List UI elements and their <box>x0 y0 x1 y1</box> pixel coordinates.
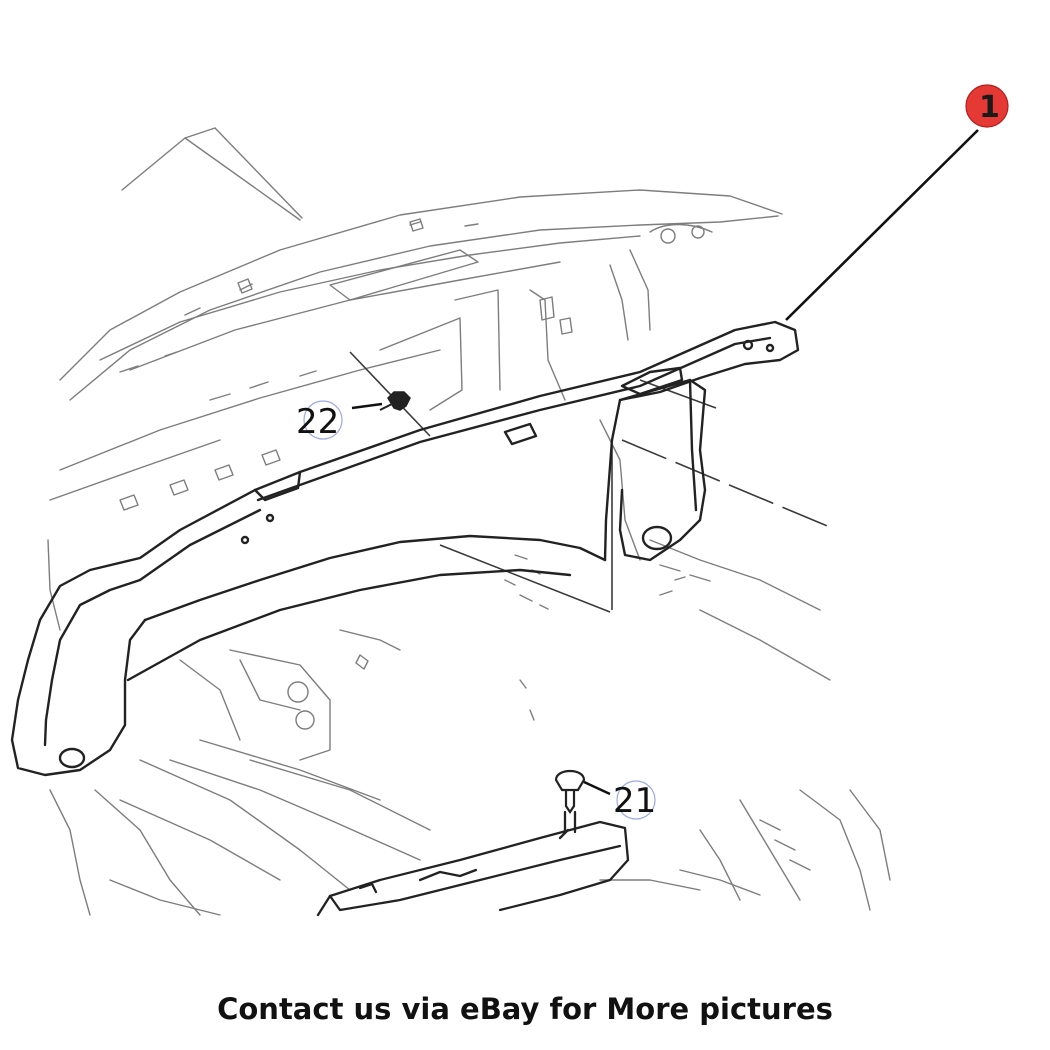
callout-22-label: 22 <box>296 402 339 442</box>
vehicle-body-outline <box>47 127 891 916</box>
callout-1-label: 1 <box>979 90 1000 125</box>
callout-1: 1 <box>785 84 1009 321</box>
callout-21-leader <box>583 780 611 796</box>
push-pin-fastener-21 <box>554 769 586 814</box>
callout-1-marker <box>965 84 1009 128</box>
callout-22-leader <box>351 402 383 410</box>
callout-22-circle <box>303 400 343 440</box>
callout-1-leader <box>785 129 979 321</box>
clip-fastener-22 <box>379 391 411 411</box>
leader-lines <box>349 351 833 613</box>
floor-beam <box>316 810 630 917</box>
callout-21-label: 21 <box>613 781 656 821</box>
rear-trim-panel <box>10 320 800 777</box>
callout-22: 22 <box>296 400 383 442</box>
contact-caption: Contact us via eBay for More pictures <box>217 992 833 1026</box>
callout-21: 21 <box>583 780 656 821</box>
callout-21-circle <box>616 780 656 820</box>
